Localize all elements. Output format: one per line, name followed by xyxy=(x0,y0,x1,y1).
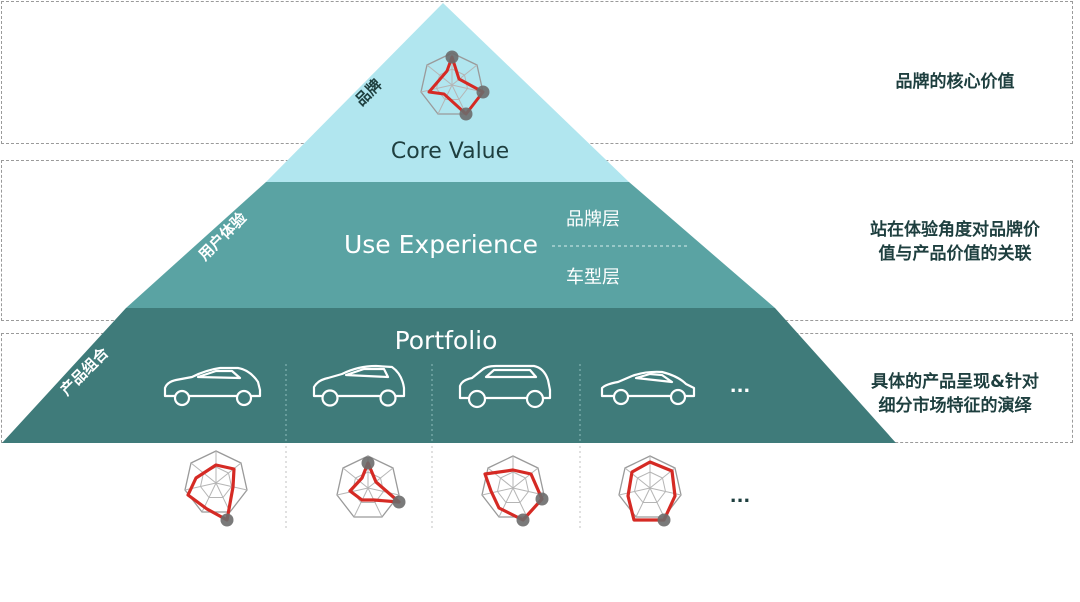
side-description-bottom: 具体的产品呈现&针对 细分市场特征的演绎 xyxy=(830,370,1080,418)
brand-radar-chart xyxy=(420,50,490,121)
portfolio-title: Portfolio xyxy=(395,326,498,355)
use-experience-title: Use Experience xyxy=(344,230,538,259)
radar-chart-3 xyxy=(481,455,549,527)
side-top-text: 品牌的核心价值 xyxy=(895,72,1015,92)
vehicle-column-dividers xyxy=(285,364,581,442)
side-bot-line2: 细分市场特征的演绎 xyxy=(878,396,1032,416)
side-description-middle: 站在体验角度对品牌价 值与产品价值的关联 xyxy=(830,218,1080,266)
radar-chart-4 xyxy=(618,455,682,527)
side-description-top: 品牌的核心价值 xyxy=(830,70,1080,94)
pyramid-layer-top xyxy=(266,3,629,182)
vehicle-row-ellipsis: ... xyxy=(730,376,751,397)
sublayer-model: 车型层 xyxy=(566,267,620,288)
suv-icon xyxy=(458,364,552,409)
radar-chart-2 xyxy=(336,455,406,518)
core-value-title: Core Value xyxy=(391,139,509,164)
side-mid-line1: 站在体验角度对品牌价 xyxy=(870,220,1040,240)
radar-row-ellipsis: ... xyxy=(730,486,751,507)
hatchback-car-icon xyxy=(163,366,262,407)
side-bot-line1: 具体的产品呈现&针对 xyxy=(871,372,1039,392)
radar-chart-1 xyxy=(184,450,248,527)
radar-column-dividers xyxy=(285,446,581,528)
pyramid-layer-middle xyxy=(126,182,775,308)
sublayer-brand: 品牌层 xyxy=(566,209,620,230)
sedan-icon xyxy=(600,370,696,406)
side-mid-line2: 值与产品价值的关联 xyxy=(878,244,1032,264)
pyramid-layer-bottom xyxy=(2,308,896,443)
compact-car-icon xyxy=(312,364,406,407)
